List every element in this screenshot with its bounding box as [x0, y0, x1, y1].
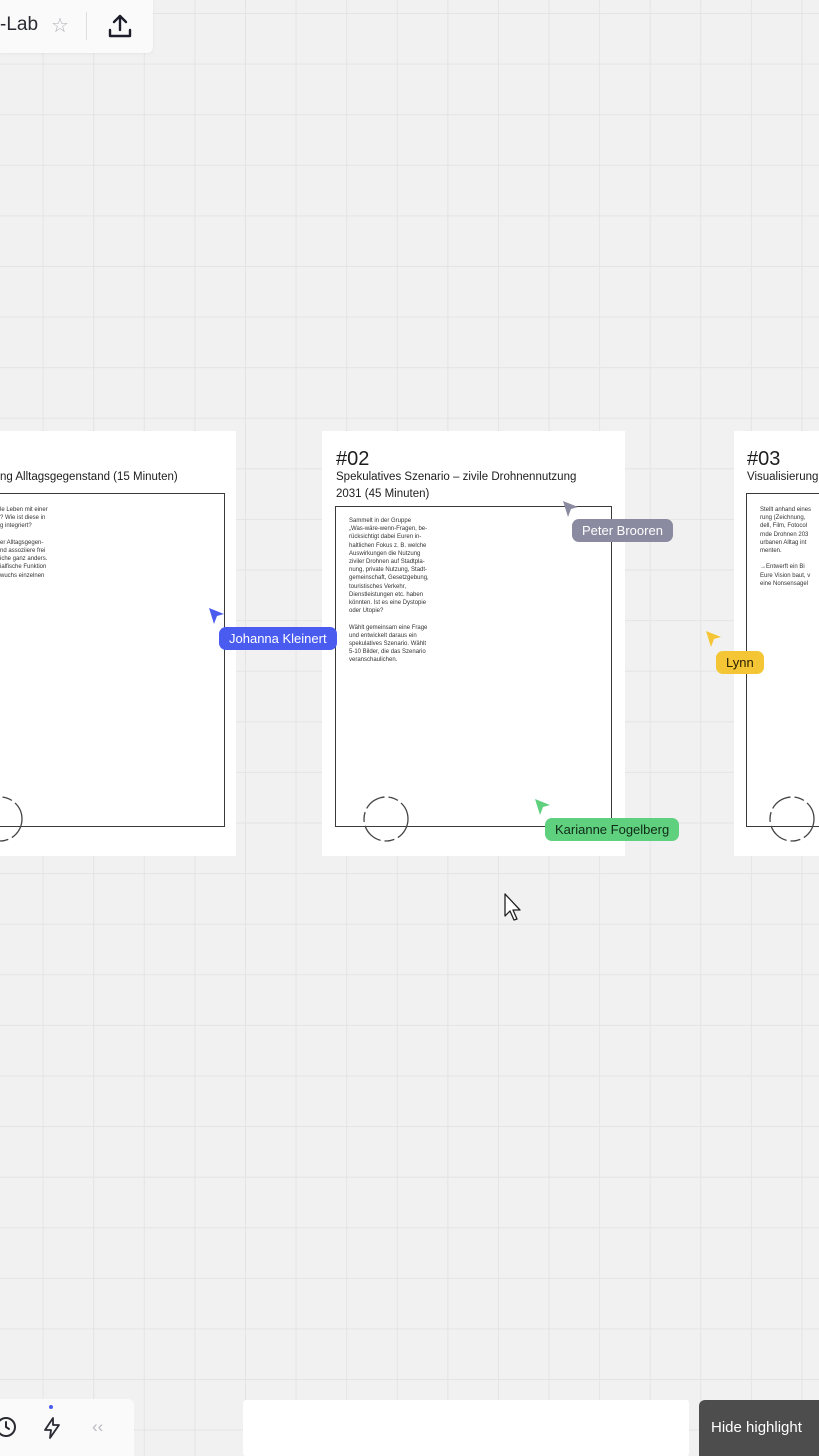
frame-03[interactable]: #03 Visualisierung Stellt anhand eines r…: [734, 431, 819, 856]
frame-02-title-line2: 2031 (45 Minuten): [336, 488, 430, 500]
collaborator-tag-peter: Peter Brooren: [572, 519, 673, 542]
frame-03-number: #03: [747, 448, 781, 470]
notification-dot: [49, 1405, 53, 1409]
hide-highlight-button[interactable]: Hide highlight: [699, 1400, 819, 1456]
frame-02-title-line1: Spekulatives Szenario – zivile Drohnennu…: [336, 471, 577, 483]
frame-02[interactable]: #02 Spekulatives Szenario – zivile Drohn…: [322, 431, 625, 856]
frame-01-text: le Leben mit einer ? Wie ist diese in g …: [0, 507, 48, 579]
board-header: -Lab ☆: [0, 0, 153, 53]
mouse-pointer-icon: [504, 893, 521, 921]
frame-01[interactable]: ng Alltagsgegenstand (15 Minuten) le Leb…: [0, 431, 236, 856]
bottom-panel[interactable]: [243, 1400, 689, 1456]
lightning-icon[interactable]: [40, 1415, 64, 1441]
upload-icon[interactable]: [106, 12, 134, 40]
collaborator-tag-johanna: Johanna Kleinert: [219, 627, 337, 650]
cursor-arrow-icon: [706, 631, 721, 647]
header-divider: [86, 12, 87, 40]
bottom-toolbar: ‹‹: [0, 1399, 134, 1456]
lab-seal-icon: [363, 796, 409, 842]
lab-seal-icon: [769, 796, 815, 842]
frame-02-content-box: [335, 506, 612, 827]
collaborator-tag-lynn: Lynn: [716, 651, 764, 674]
history-icon[interactable]: [0, 1415, 18, 1439]
cursor-arrow-icon: [535, 799, 550, 815]
double-chevron-left-icon[interactable]: ‹‹: [92, 1417, 104, 1436]
collaborator-tag-karianne: Karianne Fogelberg: [545, 818, 680, 841]
frame-03-title: Visualisierung: [747, 471, 819, 483]
cursor-arrow-icon: [209, 608, 224, 624]
board-title[interactable]: -Lab: [0, 14, 39, 35]
frame-01-content-box: [0, 493, 225, 827]
lab-seal-icon: [0, 796, 23, 842]
frame-01-title: ng Alltagsgegenstand (15 Minuten): [0, 471, 178, 483]
cursor-arrow-icon: [563, 501, 578, 517]
frame-02-text: Sammelt in der Gruppe „Was-wäre-wenn-Fra…: [349, 518, 429, 664]
star-icon[interactable]: ☆: [51, 15, 69, 37]
frame-03-text: Stellt anhand eines rung (Zeichnung, del…: [760, 507, 812, 587]
frame-02-number: #02: [336, 448, 370, 470]
